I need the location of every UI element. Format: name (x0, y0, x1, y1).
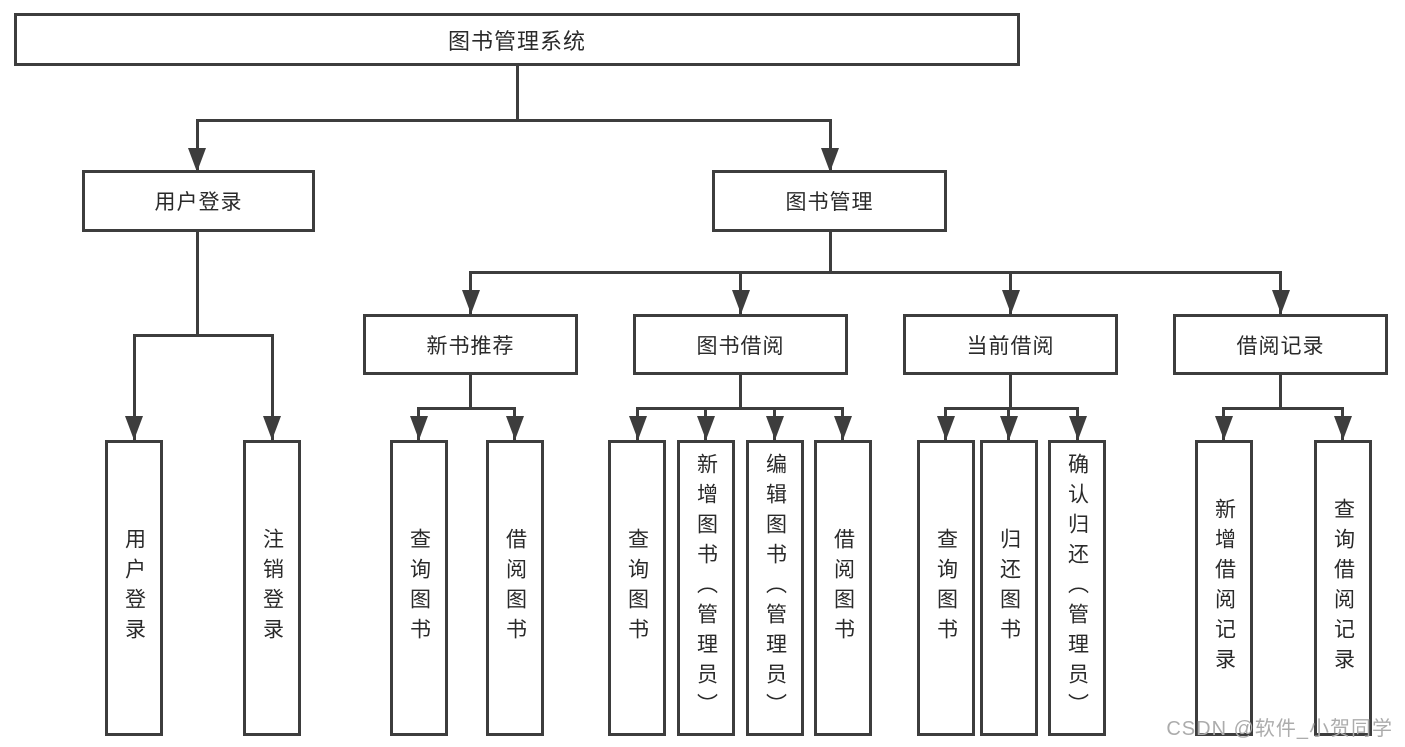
node-label: 用户登录 (154, 191, 243, 214)
arrow-down-icon (188, 148, 206, 172)
arrow-down-icon (628, 416, 647, 440)
node-current-borrow: 当前借阅 (903, 314, 1118, 375)
leaf-borrow-edit-books: 编辑图书（管理员） (746, 440, 804, 736)
arrow-down-icon (999, 416, 1018, 440)
connector-line (515, 66, 519, 121)
arrow-down-icon (1001, 290, 1020, 314)
node-label: 查询借阅记录 (1331, 498, 1355, 678)
leaf-borrow-add-books: 新增图书（管理员） (677, 440, 735, 736)
leaf-logout: 注销登录 (243, 440, 301, 736)
arrow-down-icon (833, 416, 852, 440)
connector-line (469, 271, 1282, 274)
node-label: 注销登录 (260, 528, 284, 648)
leaf-records-query-record: 查询借阅记录 (1314, 440, 1372, 736)
leaf-user-login: 用户登录 (105, 440, 163, 736)
connector-line (132, 334, 136, 440)
leaf-recommend-query-books: 查询图书 (390, 440, 448, 736)
connector-line (828, 119, 832, 172)
arrow-down-icon (1333, 416, 1352, 440)
node-label: 归还图书 (997, 528, 1021, 648)
leaf-borrow-query-books: 查询图书 (608, 440, 666, 736)
connector-line (1222, 407, 1344, 410)
arrow-down-icon (263, 416, 281, 440)
node-borrow-records: 借阅记录 (1173, 314, 1388, 375)
node-label: 查询图书 (934, 528, 958, 648)
node-label: 图书借阅 (696, 334, 785, 358)
node-label: 新增借阅记录 (1212, 498, 1236, 678)
connector-line (739, 375, 742, 410)
arrow-down-icon (765, 416, 784, 440)
connector-line (469, 375, 472, 410)
arrow-down-icon (731, 290, 750, 314)
node-new-books: 新书推荐 (363, 314, 578, 375)
leaf-records-add-record: 新增借阅记录 (1195, 440, 1253, 736)
connector-line (195, 119, 832, 122)
node-label: 查询图书 (407, 528, 431, 648)
node-root: 图书管理系统 (14, 13, 1020, 66)
node-label: 借阅记录 (1236, 334, 1325, 358)
connector-line (636, 407, 844, 410)
connector-line (944, 407, 1079, 410)
node-label: 编辑图书（管理员） (763, 453, 787, 723)
node-label: 查询图书 (625, 528, 649, 648)
arrow-down-icon (461, 290, 480, 314)
node-label: 图书管理 (785, 191, 874, 214)
arrow-down-icon (125, 416, 143, 440)
connector-line (1009, 375, 1012, 410)
arrow-down-icon (821, 148, 839, 172)
connector-line (132, 334, 274, 337)
arrow-down-icon (936, 416, 955, 440)
arrow-down-icon (409, 416, 428, 440)
leaf-current-return-books: 归还图书 (980, 440, 1038, 736)
leaf-recommend-borrow-books: 借阅图书 (486, 440, 544, 736)
connector-line (1279, 375, 1282, 410)
arrow-down-icon (1068, 416, 1087, 440)
connector-line (417, 407, 516, 410)
node-label: 新书推荐 (426, 334, 515, 358)
node-label: 用户登录 (122, 528, 146, 648)
leaf-current-confirm-return: 确认归还（管理员） (1048, 440, 1106, 736)
connector-line (828, 232, 832, 274)
arrow-down-icon (1214, 416, 1233, 440)
arrow-down-icon (505, 416, 524, 440)
connector-line (270, 334, 274, 440)
leaf-current-query-books: 查询图书 (917, 440, 975, 736)
node-label: 借阅图书 (831, 528, 855, 648)
node-book-borrow: 图书借阅 (633, 314, 848, 375)
node-label: 图书管理系统 (447, 28, 586, 54)
node-label: 当前借阅 (966, 334, 1055, 358)
node-label: 借阅图书 (503, 528, 527, 648)
node-book-mgmt: 图书管理 (712, 170, 947, 232)
watermark: CSDN @软件_小贺同学 (1166, 718, 1393, 740)
connector-line (195, 119, 199, 172)
connector-line (195, 232, 199, 337)
node-label: 确认归还（管理员） (1065, 453, 1089, 723)
leaf-borrow-borrow-books: 借阅图书 (814, 440, 872, 736)
arrow-down-icon (696, 416, 715, 440)
arrow-down-icon (1271, 290, 1290, 314)
node-user-login: 用户登录 (82, 170, 315, 232)
node-label: 新增图书（管理员） (694, 453, 718, 723)
